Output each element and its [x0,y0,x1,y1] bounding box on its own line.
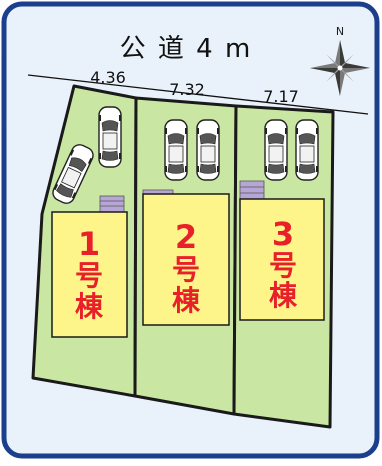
road-line [27,74,369,115]
entrance-steps-3 [239,180,265,200]
building-3 [239,198,325,321]
frontage-label-1: 4.36 [90,68,126,87]
building-3-number: 3 [272,215,294,253]
car-icon [98,106,122,168]
building-2-number: 2 [175,218,197,256]
car-icon [52,144,94,204]
building-1-kind: 号 [75,259,103,292]
frontage-label-3: 7.17 [263,87,299,106]
building-1-suffix: 棟 [75,290,104,323]
building-2-suffix: 棟 [172,284,201,317]
building-2 [142,193,230,326]
car-icon [196,119,220,181]
parking-area [52,106,319,204]
compass-north-label: N [336,25,344,38]
compass-icon [310,40,370,96]
building-1-number: 1 [78,225,100,263]
car-icon [164,119,188,181]
car-icon [264,119,288,181]
building-1 [51,211,128,338]
building-3-suffix: 棟 [269,279,298,312]
car-icon [295,119,319,181]
entrance-steps-1 [99,195,125,213]
road-label: 公 道 4 m [120,34,253,64]
frontage-label-2: 7.32 [169,80,205,99]
building-3-kind: 号 [269,249,297,282]
building-2-kind: 号 [172,253,200,286]
